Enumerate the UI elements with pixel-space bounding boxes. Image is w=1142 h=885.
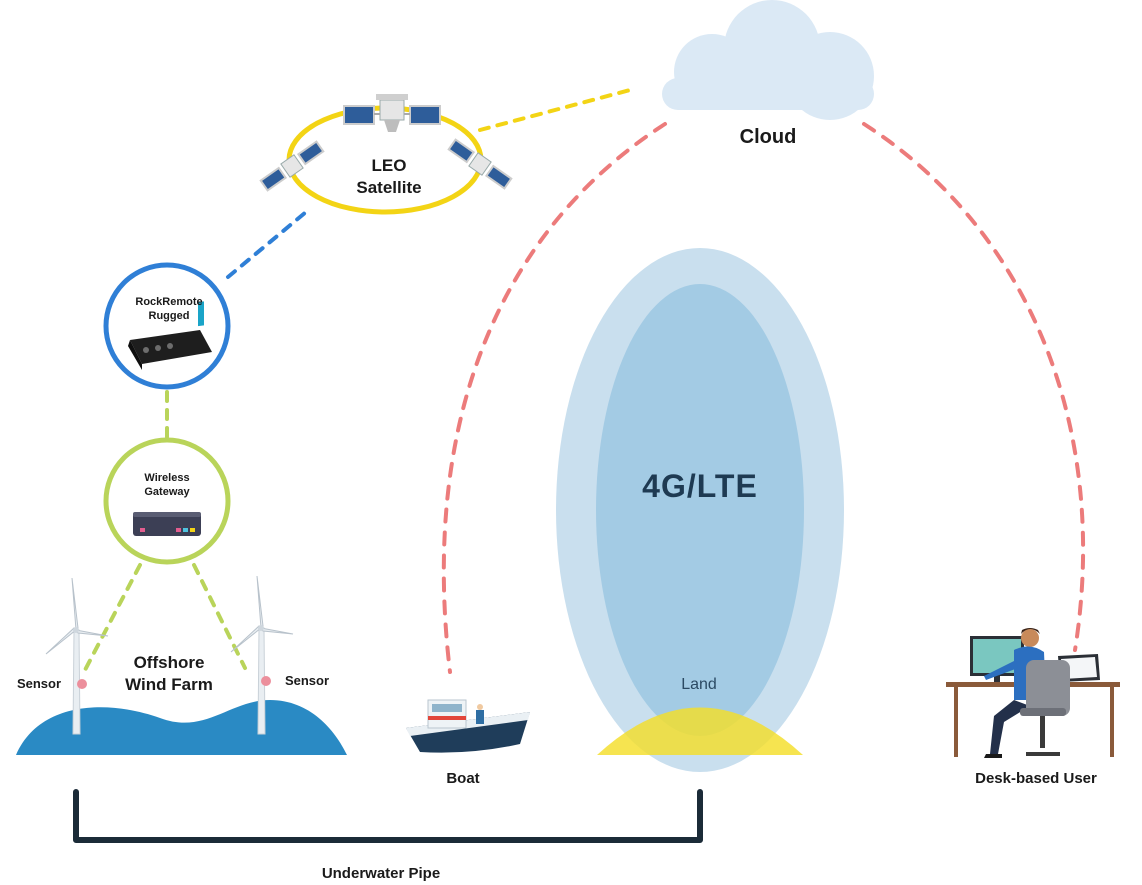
windfarm-label-line2: Wind Farm <box>125 675 213 694</box>
satellite-icon <box>343 94 441 132</box>
underwater-pipe <box>73 789 703 843</box>
satellite-icon <box>259 140 325 192</box>
pipe-label: Underwater Pipe <box>322 865 440 882</box>
link-gateway-turbine-right <box>192 563 247 670</box>
land-shape <box>597 707 803 755</box>
sea-shape <box>16 700 347 755</box>
leo-label-line2: Satellite <box>356 178 421 197</box>
sensor-dot-left <box>77 679 87 689</box>
land-label: Land <box>681 676 717 693</box>
sensor-dot-right <box>261 676 271 686</box>
lte-coverage-zone <box>556 248 844 772</box>
router-device-icon <box>128 301 212 370</box>
wind-turbine-icon <box>45 577 109 735</box>
links <box>83 88 1086 674</box>
sensor-label-right: Sensor <box>285 673 329 688</box>
windfarm-label-line1: Offshore <box>134 653 205 672</box>
gateway-device-icon <box>133 512 201 536</box>
lte-inner-ellipse <box>596 284 804 736</box>
desk-user-icon <box>946 628 1120 758</box>
link-satellite-cloud <box>478 88 632 132</box>
gateway-label-line2: Gateway <box>144 486 190 498</box>
cloud-label: Cloud <box>740 126 797 148</box>
lte-label: 4G/LTE <box>642 468 758 504</box>
gateway-ring <box>103 437 231 565</box>
rockremote-label-line2: Rugged <box>149 310 190 322</box>
rockremote-label-line1: RockRemote <box>135 296 202 308</box>
rockremote-ring <box>103 262 231 390</box>
link-cloud-user <box>862 122 1086 652</box>
sensor-label-left: Sensor <box>17 676 61 691</box>
gateway-label-line1: Wireless <box>144 472 189 484</box>
boat-icon <box>406 699 530 753</box>
link-cloud-boat <box>441 122 667 674</box>
leo-label-line1: LEO <box>372 156 407 175</box>
satellite-icon <box>447 138 513 190</box>
link-gateway-turbine-left <box>83 563 142 672</box>
desk-user-label: Desk-based User <box>975 770 1097 787</box>
cloud-icon <box>662 0 874 120</box>
boat-label: Boat <box>446 770 479 787</box>
link-rockremote-satellite <box>226 210 308 279</box>
